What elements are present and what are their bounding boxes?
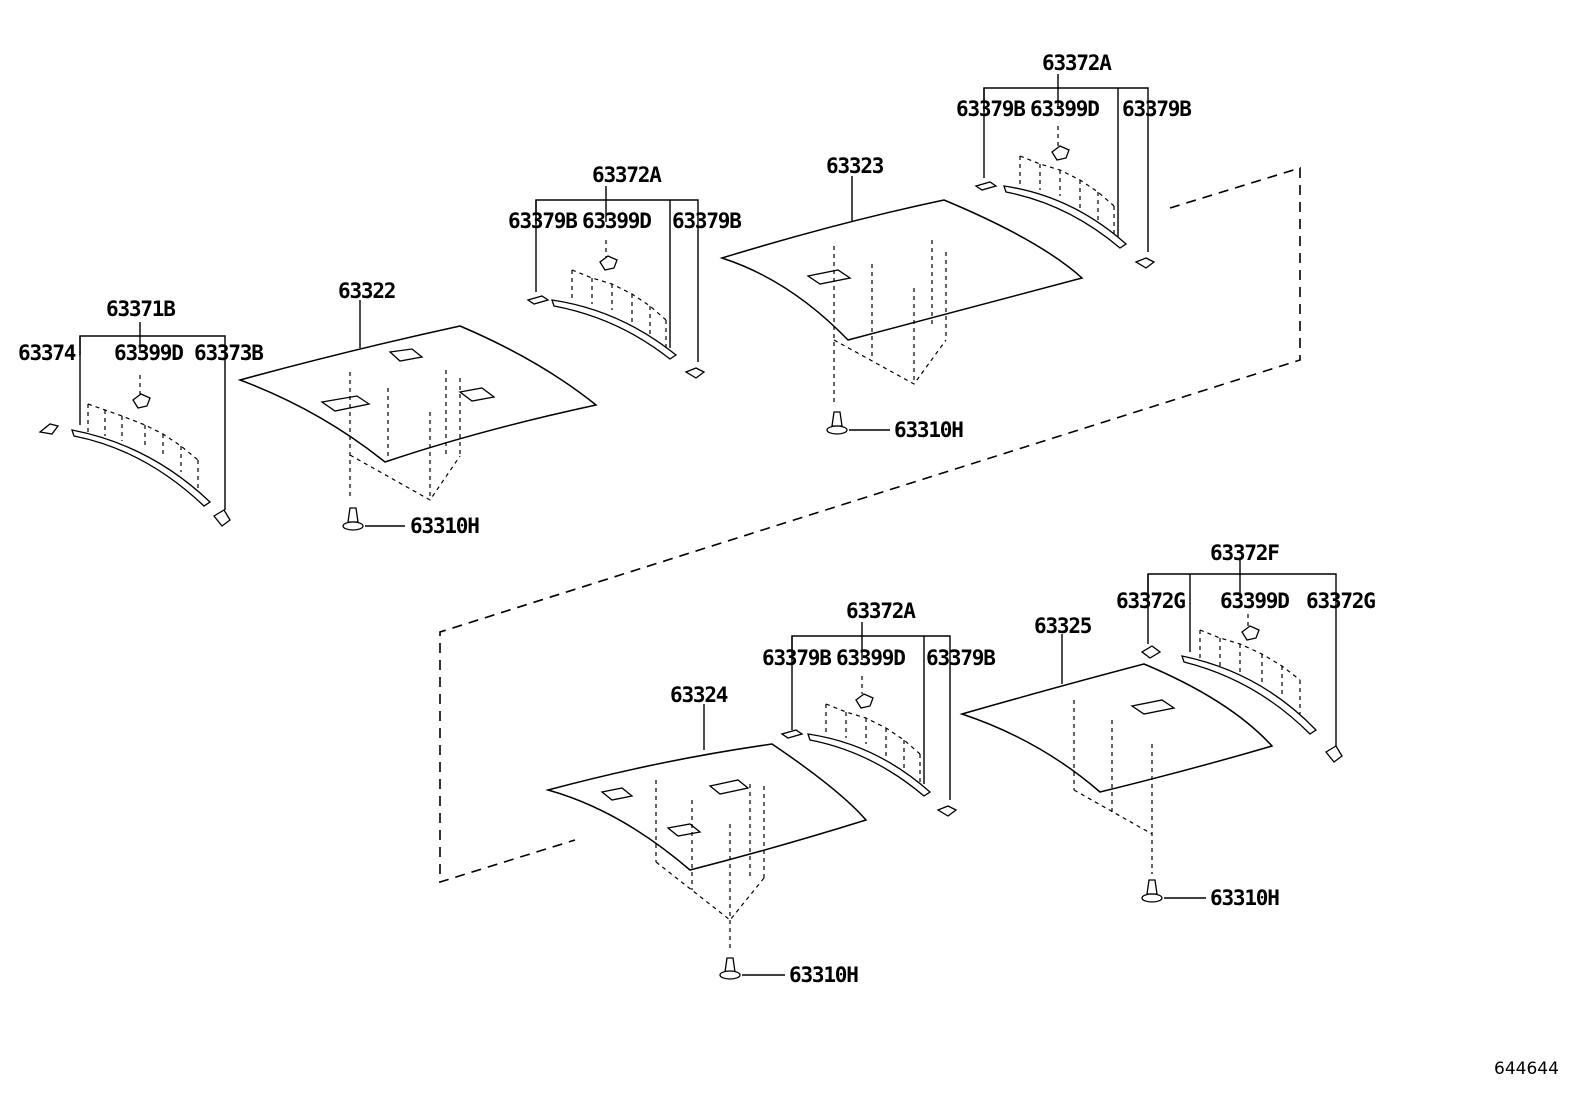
screw-icon [719,957,741,980]
label-63379b-e: 63379B [762,646,831,670]
label-63310h-d: 63310H [1210,886,1279,910]
assembly-63371b: 63371B 63374 63399D 63373B [18,297,264,527]
label-63372g-a: 63372G [1116,589,1185,613]
label-63310h-a: 63310H [410,514,479,538]
continuation-outline [439,166,1301,884]
headlining-63322: 63322 63310H [237,279,598,538]
label-63371b: 63371B [106,297,175,321]
assembly-63372a-a: 63372A 63379B 63399D 63379B [508,163,742,379]
label-63372a-a: 63372A [592,163,662,187]
screw-icon [342,507,364,531]
label-63399d-b: 63399D [582,209,651,233]
headlining-63325: 63325 63310H [959,614,1280,910]
label-63379b-b: 63379B [672,209,741,233]
label-63372a-c: 63372A [846,599,916,623]
screw-icon [1141,879,1163,903]
label-63310h-b: 63310H [894,418,963,442]
label-63399d-a: 63399D [114,341,183,365]
label-63373b: 63373B [194,341,263,365]
screw-icon [826,411,848,435]
label-63372a-b: 63372A [1042,51,1112,75]
label-63379b-f: 63379B [926,646,995,670]
label-63399d-c: 63399D [1030,97,1099,121]
label-63399d-e: 63399D [1220,589,1289,613]
label-63379b-d: 63379B [1122,97,1191,121]
label-63379b-c: 63379B [956,97,1025,121]
label-63323: 63323 [826,154,884,178]
label-63372f: 63372F [1210,541,1279,565]
headlining-63324: 63324 63310H [545,683,868,987]
assembly-63372a-c: 63372A 63379B 63399D 63379B [762,599,996,817]
label-63379b-a: 63379B [508,209,577,233]
label-63325: 63325 [1034,614,1092,638]
diagram-id: 644644 [1494,1059,1559,1079]
label-63322: 63322 [338,279,395,303]
label-63374: 63374 [18,341,76,365]
label-63372g-b: 63372G [1306,589,1375,613]
assembly-63372a-b: 63372A 63379B 63399D 63379B [956,51,1192,269]
label-63310h-c: 63310H [789,963,858,987]
label-63399d-d: 63399D [836,646,905,670]
headlining-63323: 63323 63310H [719,154,1084,442]
assembly-63372f: 63372F 63372G 63399D 63372G [1116,541,1376,763]
label-63324: 63324 [670,683,728,707]
